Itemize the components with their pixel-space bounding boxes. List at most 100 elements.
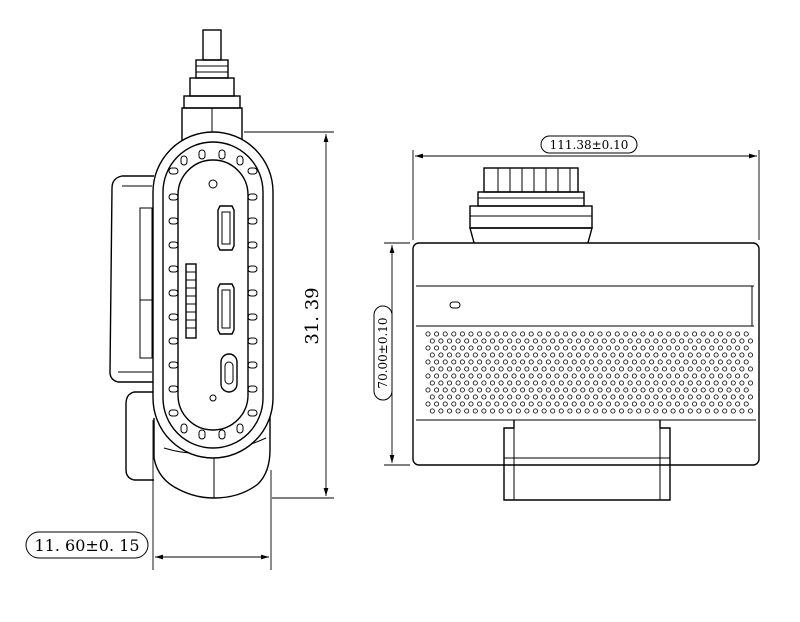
grille-hole [567,394,573,400]
grille-hole [588,387,594,393]
grille-hole [446,394,452,400]
grille-hole [610,338,616,344]
front-view: 111.38±0.10 70.00±0.10 [373,135,760,501]
grille-hole [537,345,543,351]
grille-hole [576,394,582,400]
grille-hole [464,366,470,372]
grille-hole [619,408,625,414]
grille-hole [554,401,560,407]
grille-hole [683,345,689,351]
grille-hole [623,387,629,393]
grille-hole [679,338,685,344]
grille-hole [451,331,457,337]
grille-hole [614,331,620,337]
grille-hole [502,331,508,337]
grille-hole [464,394,470,400]
grille-hole [511,401,517,407]
grille-hole [619,380,625,386]
grille-hole [541,352,547,358]
grille-hole [438,338,444,344]
grille-hole [533,352,539,358]
grille-hole [662,366,668,372]
front-width-dimension: 111.38±0.10 [412,135,760,240]
grille-hole [464,352,470,358]
grille-hole [545,345,551,351]
grille-hole [631,331,637,337]
grille-hole [614,387,620,393]
grille-hole [455,380,461,386]
grille-hole [748,352,754,358]
grille-hole [502,401,508,407]
grille-hole [588,345,594,351]
grille-hole [666,387,672,393]
grille-hole [670,366,676,372]
grille-hole [666,401,672,407]
grille-hole [597,345,603,351]
grille-hole [713,352,719,358]
grille-hole [451,345,457,351]
grille-hole [494,387,500,393]
grille-hole [455,408,461,414]
grille-hole [464,408,470,414]
grille-hole [623,401,629,407]
grille-hole [739,408,745,414]
grille-hole [674,373,680,379]
grille-hole [584,408,590,414]
grille-hole [502,373,508,379]
grille-hole [545,331,551,337]
grille-hole [515,408,521,414]
grille-hole [498,366,504,372]
grille-hole [459,345,465,351]
grille-hole [511,331,517,337]
grille-hole [735,401,741,407]
grille-hole [636,366,642,372]
front-height-label: 70.00±0.10 [376,317,390,388]
grille-hole [614,401,620,407]
grille-hole [644,394,650,400]
grille-hole [692,373,698,379]
grille-hole [481,366,487,372]
grille-hole [610,380,616,386]
grille-hole [696,366,702,372]
grille-hole [640,359,646,365]
grille-hole [597,401,603,407]
grille-hole [709,331,715,337]
grille-hole [524,380,530,386]
grille-hole [446,352,452,358]
grille-hole [730,352,736,358]
grille-hole [683,387,689,393]
grille-hole [455,394,461,400]
grille-hole [713,338,719,344]
grille-hole [692,359,698,365]
grille-hole [692,331,698,337]
grille-hole [468,387,474,393]
grille-hole [545,387,551,393]
grille-hole [631,401,637,407]
grille-hole [593,394,599,400]
grille-hole [438,352,444,358]
grille-hole [696,352,702,358]
grille-hole [606,345,612,351]
grille-hole [619,338,625,344]
grille-hole [683,359,689,365]
grille-hole [743,345,749,351]
grille-hole [636,394,642,400]
grille-hole [580,331,586,337]
grille-hole [631,373,637,379]
grille-hole [554,373,560,379]
grille-hole [619,366,625,372]
grille-hole [726,345,732,351]
grille-hole [610,366,616,372]
grille-hole [429,352,435,358]
grille-hole [743,359,749,365]
grille-hole [507,352,513,358]
grille-hole [558,394,564,400]
grille-hole [627,338,633,344]
grille-hole [438,366,444,372]
grille-hole [687,352,693,358]
grille-hole [477,345,483,351]
grille-hole [748,394,754,400]
grille-hole [563,401,569,407]
grille-hole [683,331,689,337]
grille-hole [735,345,741,351]
